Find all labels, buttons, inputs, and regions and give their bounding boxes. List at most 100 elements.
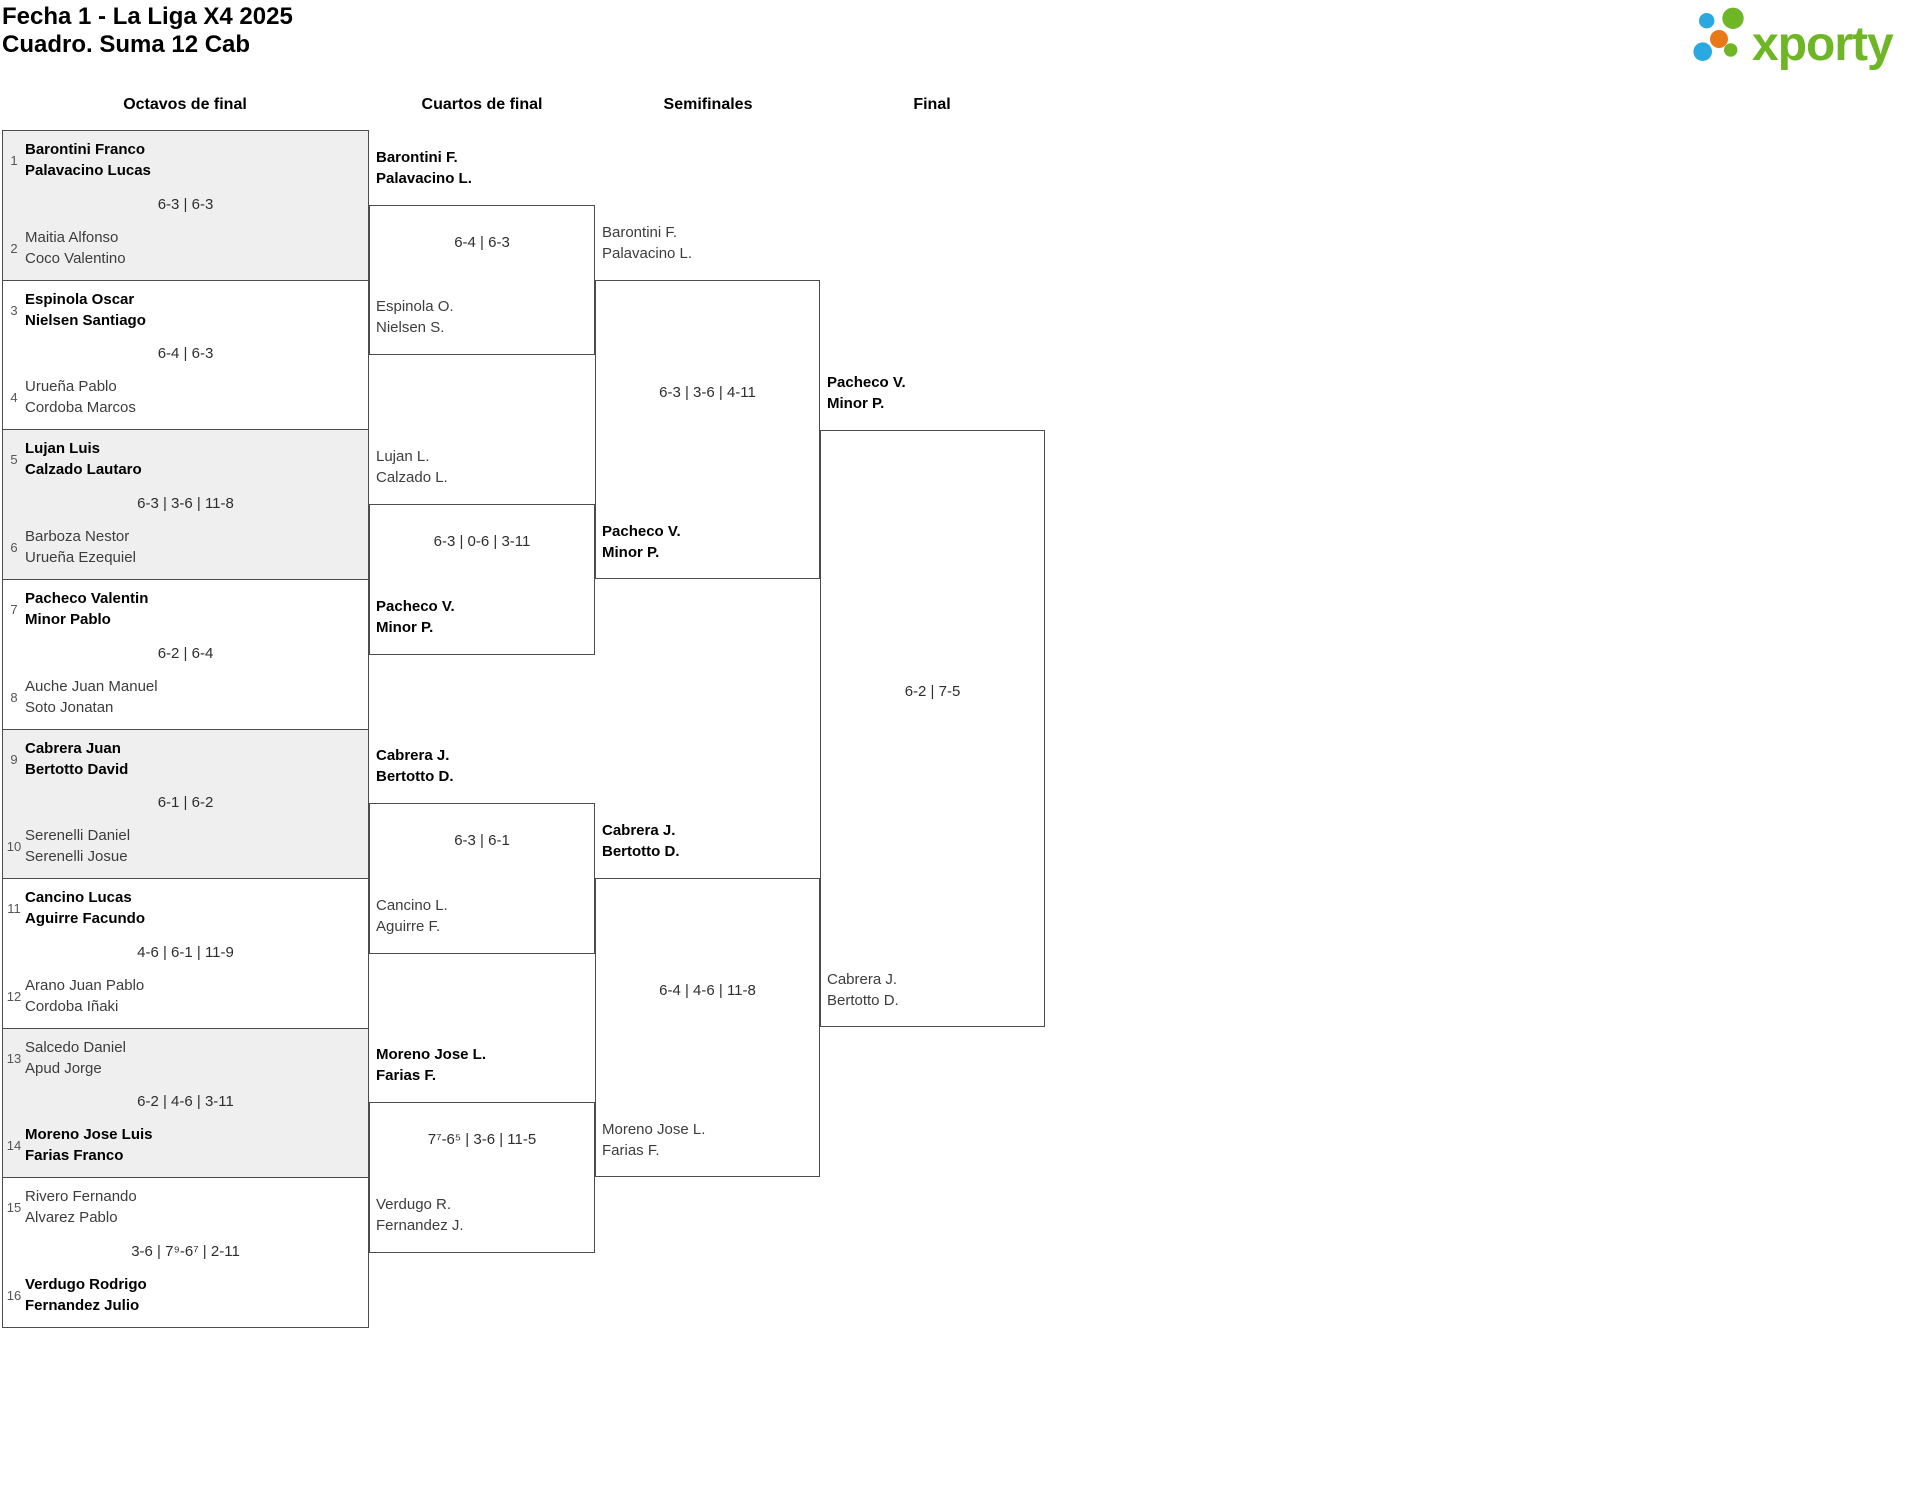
seed-number: 16 [6, 1287, 22, 1303]
match-score: 6-3 | 6-3 [157, 195, 214, 213]
seed-number: 1 [10, 152, 18, 168]
qf2-bottom-team: Pacheco V. Minor P. [376, 598, 455, 636]
team-names: Arano Juan Pablo Cordoba Iñaki [25, 977, 145, 1015]
team-row: 14 Moreno Jose Luis Farias Franco [3, 1124, 368, 1166]
match-score: 6-1 | 6-2 [157, 794, 214, 811]
seed-number: 5 [10, 451, 18, 467]
seed-number: 10 [6, 838, 22, 854]
team-names: Auche Juan Manuel Soto Jonatan [25, 678, 158, 716]
seed-number: 6 [10, 539, 18, 555]
team-row: 5 Lujan Luis Calzado Lautaro [3, 438, 368, 480]
qf-match-1: 6-4 | 6-3 [369, 205, 595, 355]
team-names: Barboza Nestor Urueña Ezequiel [25, 528, 136, 566]
xporty-logo-icon: xporty [1693, 7, 1895, 71]
round-header-octavos: Octavos de final [123, 96, 247, 113]
match-score: 6-3 | 0-6 | 3-11 [433, 533, 531, 550]
seed-number: 14 [6, 1137, 22, 1153]
sf2-bottom-team: Moreno Jose L. Farias F. [602, 1121, 706, 1159]
qf3-bottom-team: Cancino L. Aguirre F. [376, 897, 448, 935]
final-bottom-team: Cabrera J. Bertotto D. [827, 971, 899, 1009]
team-row: 10 Serenelli Daniel Serenelli Josue [3, 825, 368, 867]
qf4-bottom-team: Verdugo R. Fernandez J. [376, 1196, 464, 1234]
team-names: Cabrera Juan Bertotto David [25, 740, 129, 778]
seed-number: 8 [10, 689, 18, 705]
team-names: Serenelli Daniel Serenelli Josue [25, 827, 131, 865]
final-top-team: Pacheco V. Minor P. [827, 374, 906, 412]
team-row: 4 Urueña Pablo Cordoba Marcos [3, 376, 368, 418]
team-row: 9 Cabrera Juan Bertotto David [3, 738, 368, 780]
team-names: Cancino Lucas Aguirre Facundo [25, 889, 146, 927]
seed-number: 4 [10, 389, 18, 405]
seed-number: 11 [7, 900, 21, 916]
team-names: Urueña Pablo Cordoba Marcos [25, 378, 136, 416]
qf4-top-team: Moreno Jose L. Farias F. [376, 1046, 487, 1084]
team-names: Maitia Alfonso Coco Valentino [25, 229, 126, 267]
match-score: 6-3 | 3-6 | 11-8 [137, 494, 234, 512]
xporty-logo[interactable]: xporty [1686, 2, 1920, 81]
page-title: Fecha 1 - La Liga X4 2025 Cuadro. Suma 1… [2, 3, 293, 59]
qf3-top-team: Cabrera J. Bertotto D. [376, 747, 454, 785]
r16-match-2: 3 Espinola Oscar Nielsen Santiago 6-4 | … [2, 280, 369, 430]
sf-match-2: 6-4 | 4-6 | 11-8 [595, 878, 820, 1177]
team-names: Rivero Fernando Alvarez Pablo [25, 1188, 137, 1226]
match-score: 3-6 | 7⁹-6⁷ | 2-11 [131, 1242, 240, 1260]
xporty-logo-text: xporty [1752, 18, 1894, 71]
team-row: 11 Cancino Lucas Aguirre Facundo [3, 887, 368, 929]
bracket-subtitle: Cuadro. Suma 12 Cab [2, 31, 251, 58]
sf1-top-team: Barontini F. Palavacino L. [602, 224, 693, 262]
team-row: 8 Auche Juan Manuel Soto Jonatan [3, 676, 368, 718]
match-score: 6-3 | 3-6 | 4-11 [659, 384, 756, 401]
team-row: 3 Espinola Oscar Nielsen Santiago [3, 289, 368, 331]
team-row: 7 Pacheco Valentin Minor Pablo [3, 588, 368, 630]
seed-number: 2 [10, 240, 18, 256]
round-header-final: Final [913, 96, 951, 113]
r16-match-8: 15 Rivero Fernando Alvarez Pablo 3-6 | 7… [2, 1177, 369, 1328]
qf-match-2: 6-3 | 0-6 | 3-11 [369, 504, 595, 655]
team-row: 1 Barontini Franco Palavacino Lucas [3, 139, 368, 181]
round-header-semifinal: Semifinales [663, 96, 753, 113]
match-score: 6-2 | 4-6 | 3-11 [137, 1093, 234, 1110]
team-names: Salcedo Daniel Apud Jorge [25, 1039, 126, 1077]
sf1-bottom-team: Pacheco V. Minor P. [602, 523, 681, 561]
qf1-bottom-team: Espinola O. Nielsen S. [376, 298, 454, 336]
r16-match-1: 1 Barontini Franco Palavacino Lucas 6-3 … [2, 130, 369, 281]
match-score: 6-3 | 6-1 [454, 832, 510, 849]
team-names: Espinola Oscar Nielsen Santiago [25, 291, 146, 329]
match-score: 7⁷-6⁵ | 3-6 | 11-5 [427, 1131, 537, 1148]
seed-number: 13 [6, 1050, 22, 1066]
match-score: 4-6 | 6-1 | 11-9 [137, 943, 234, 961]
team-row: 13 Salcedo Daniel Apud Jorge [3, 1037, 368, 1079]
r16-match-5: 9 Cabrera Juan Bertotto David 6-1 | 6-2 … [2, 729, 369, 879]
match-score: 6-4 | 6-3 [454, 234, 510, 251]
team-names: Moreno Jose Luis Farias Franco [25, 1126, 153, 1164]
team-row: 15 Rivero Fernando Alvarez Pablo [3, 1186, 368, 1228]
r16-match-4: 7 Pacheco Valentin Minor Pablo 6-2 | 6-4… [2, 579, 369, 730]
seed-number: 9 [10, 751, 18, 767]
match-score: 6-4 | 4-6 | 11-8 [659, 982, 756, 999]
seed-number: 3 [10, 302, 18, 318]
match-score: 6-4 | 6-3 [157, 345, 214, 362]
seed-number: 15 [6, 1199, 22, 1215]
qf1-top-team: Barontini F. Palavacino L. [376, 149, 472, 187]
team-row: 2 Maitia Alfonso Coco Valentino [3, 227, 368, 269]
tournament-name: Fecha 1 - La Liga X4 2025 [2, 3, 293, 30]
seed-number: 12 [6, 988, 22, 1004]
team-names: Barontini Franco Palavacino Lucas [25, 141, 151, 179]
qf-match-3: 6-3 | 6-1 [369, 803, 595, 954]
team-names: Lujan Luis Calzado Lautaro [25, 440, 142, 478]
final-match: 6-2 | 7-5 [820, 430, 1045, 1027]
team-row: 12 Arano Juan Pablo Cordoba Iñaki [3, 975, 368, 1017]
sf2-top-team: Cabrera J. Bertotto D. [602, 822, 680, 860]
seed-number: 7 [10, 601, 18, 617]
round-header-cuartos: Cuartos de final [421, 96, 543, 113]
match-score: 6-2 | 7-5 [904, 683, 961, 700]
team-row: 16 Verdugo Rodrigo Fernandez Julio [3, 1274, 368, 1316]
team-names: Pacheco Valentin Minor Pablo [25, 590, 149, 628]
team-names: Verdugo Rodrigo Fernandez Julio [25, 1276, 147, 1314]
qf-match-4: 7⁷-6⁵ | 3-6 | 11-5 [369, 1102, 595, 1253]
r16-match-6: 11 Cancino Lucas Aguirre Facundo 4-6 | 6… [2, 878, 369, 1029]
r16-match-7: 13 Salcedo Daniel Apud Jorge 6-2 | 4-6 |… [2, 1028, 369, 1178]
match-score: 6-2 | 6-4 [157, 644, 214, 662]
r16-match-3: 5 Lujan Luis Calzado Lautaro 6-3 | 3-6 |… [2, 429, 369, 580]
